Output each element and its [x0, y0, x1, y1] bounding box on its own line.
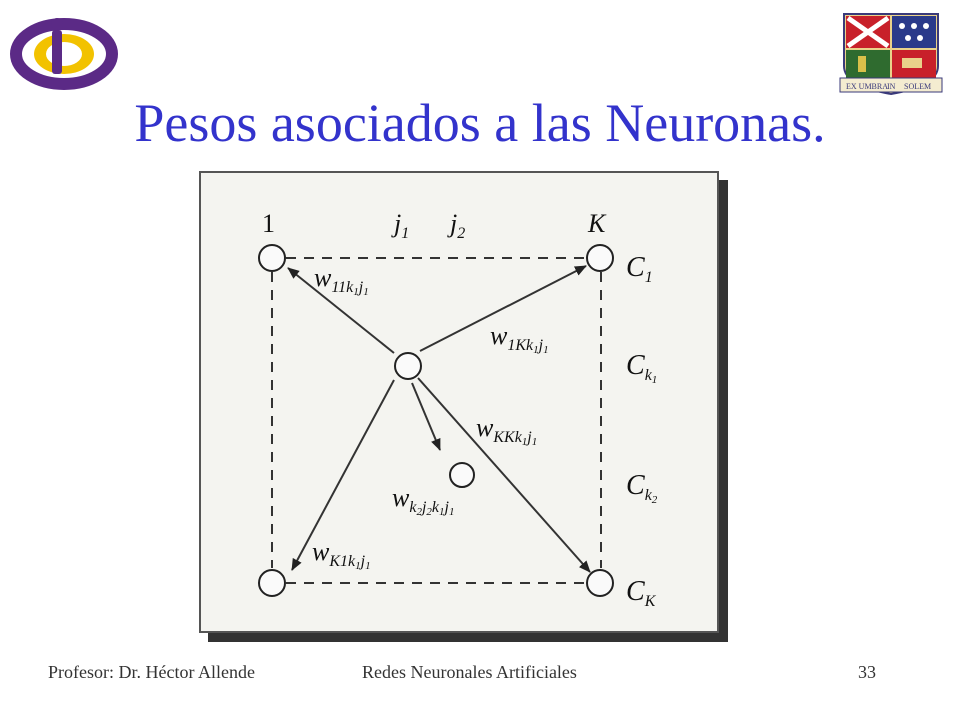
- label-ck1: Ck1: [626, 350, 657, 386]
- label-j2: j2: [447, 209, 465, 242]
- label-wK1: wK1k1j1: [312, 537, 371, 572]
- neurons: [258, 244, 614, 597]
- arrow-wK1: [291, 379, 395, 571]
- university-crest-icon: EX UMBRA IN SOLEM: [839, 13, 943, 96]
- dashed-lattice: [271, 257, 602, 584]
- label-j1: j1: [391, 209, 409, 242]
- arrow-wk2: [411, 382, 441, 451]
- id-logo: [8, 14, 120, 94]
- crest-banner-right: SOLEM: [904, 82, 931, 91]
- neuron-K: [586, 244, 614, 272]
- label-w1K: w1Kk1j1: [490, 321, 549, 356]
- neuron-1: [258, 244, 286, 272]
- label-wk2: wk2j2k1j1: [392, 483, 454, 518]
- diagram-svg: 1 j1 j2 K w11k1j1 w1Kk1j1 wKKk1j1 wk2j2k…: [199, 171, 728, 642]
- weights-diagram: 1 j1 j2 K w11k1j1 w1Kk1j1 wKKk1j1 wk2j2k…: [196, 168, 736, 648]
- neuron-center: [394, 352, 422, 380]
- arrow-wKK: [417, 377, 591, 573]
- label-wKK: wKKk1j1: [476, 413, 537, 448]
- label-cK: CK: [626, 576, 657, 610]
- neuron-bottom-left: [258, 569, 286, 597]
- neuron-k2j2: [449, 462, 475, 488]
- footer-author: Profesor: Dr. Héctor Allende: [48, 662, 255, 682]
- footer-course: Redes Neuronales Artificiales: [362, 662, 577, 682]
- arrow-w11: [287, 267, 395, 354]
- crest-banner-left: EX UMBRA: [846, 82, 888, 91]
- frame: [199, 171, 719, 633]
- footer-page-number: 33: [858, 662, 876, 682]
- slide-title: Pesos asociados a las Neuronas.: [134, 93, 826, 153]
- neuron-bottom-right: [586, 569, 614, 597]
- label-one: 1: [262, 209, 275, 238]
- label-K: K: [587, 209, 607, 238]
- university-crest: EX UMBRA IN SOLEM: [838, 10, 944, 98]
- label-w11: w11k1j1: [314, 263, 369, 298]
- id-logo-icon: [10, 18, 118, 90]
- label-c1: C1: [626, 252, 653, 286]
- label-ck2: Ck2: [626, 470, 658, 506]
- crest-banner-mid: IN: [887, 82, 896, 91]
- weight-arrows: [287, 265, 591, 573]
- arrow-w1K: [419, 265, 587, 352]
